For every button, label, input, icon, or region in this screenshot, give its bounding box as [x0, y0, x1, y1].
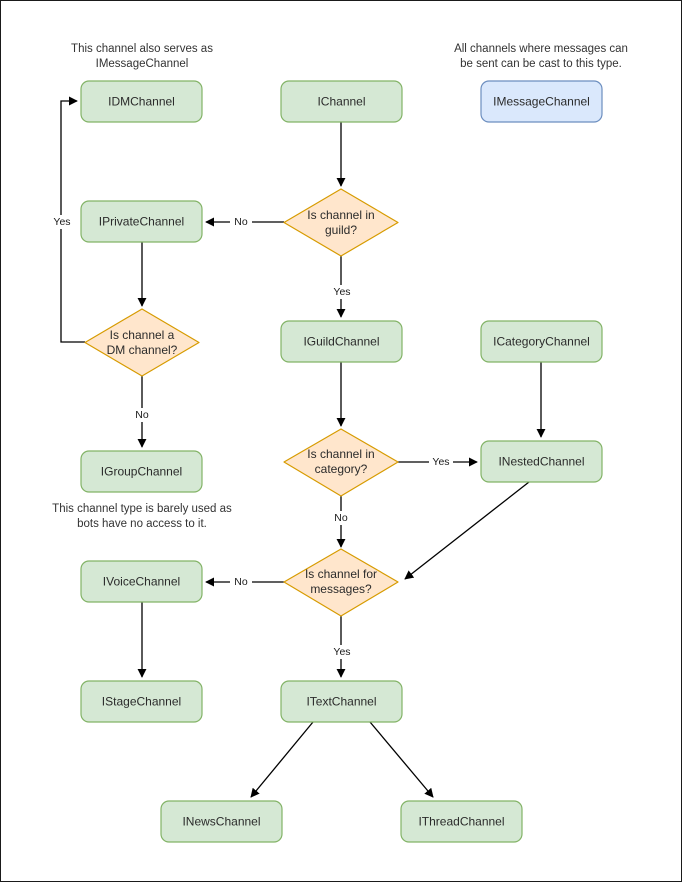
node-decision-is-channel-for-messages[interactable]: Is channel for messages?	[283, 548, 399, 617]
edge-label-no-guild: No	[234, 216, 248, 228]
edge-label-no-category: No	[334, 512, 348, 524]
node-igroupchannel-label: IGroupChannel	[101, 465, 182, 479]
edge-inestedchannel-to-ismessages	[404, 481, 530, 580]
node-ismessages-label-line1: Is channel for	[305, 567, 377, 581]
node-inewschannel[interactable]: INewsChannel	[160, 800, 283, 843]
note-group: This channel type is barely used as bots…	[52, 503, 232, 530]
node-isdm-label-line1: Is channel a	[110, 328, 175, 342]
node-iscategory-label-line2: category?	[315, 462, 368, 476]
node-isguild-label-line1: Is channel in	[307, 208, 374, 222]
node-iguildchannel[interactable]: IGuildChannel	[280, 320, 403, 363]
node-ichannel-label: IChannel	[317, 95, 365, 109]
node-imessagechannel-label: IMessageChannel	[493, 95, 590, 109]
node-idmchannel[interactable]: IDMChannel	[80, 80, 203, 123]
node-iguildchannel-label: IGuildChannel	[303, 335, 379, 349]
node-isdm-label-line2: DM channel?	[107, 343, 178, 357]
note-dm-line1: This channel also serves as	[71, 43, 213, 55]
node-iscategory-label-line1: Is channel in	[307, 447, 374, 461]
node-ithreadchannel-label: IThreadChannel	[418, 815, 504, 829]
note-message-line2: be sent can be cast to this type.	[460, 58, 622, 70]
edge-label-yes-category: Yes	[432, 456, 449, 468]
node-icategorychannel-label: ICategoryChannel	[493, 335, 590, 349]
node-isguild-label-line2: guild?	[325, 223, 357, 237]
node-decision-is-channel-a-dm-channel[interactable]: Is channel a DM channel?	[84, 308, 200, 377]
edge-label-yes-messages: Yes	[333, 646, 350, 658]
note-message-line1: All channels where messages can	[454, 43, 628, 55]
node-iprivatechannel[interactable]: IPrivateChannel	[80, 200, 203, 243]
edge-itextchannel-to-inewschannel	[250, 721, 314, 798]
edge-iscategory-to-inestedchannel: Yes	[398, 455, 478, 469]
edge-label-no-messages: No	[234, 576, 248, 588]
node-itextchannel[interactable]: ITextChannel	[280, 680, 403, 723]
node-igroupchannel[interactable]: IGroupChannel	[80, 450, 203, 493]
node-itextchannel-label: ITextChannel	[306, 695, 376, 709]
edge-ismessages-to-ivoicechannel: No	[205, 575, 284, 589]
node-ismessages-label-line2: messages?	[310, 582, 372, 596]
edge-label-no-dm: No	[135, 409, 149, 421]
note-message: All channels where messages can be sent …	[454, 43, 628, 70]
edge-label-yes-dm: Yes	[53, 216, 70, 228]
node-inestedchannel[interactable]: INestedChannel	[480, 440, 603, 483]
note-dm-line2: IMessageChannel	[96, 58, 189, 70]
node-inestedchannel-label: INestedChannel	[498, 455, 584, 469]
edge-isdm-to-idmchannel: Yes	[50, 96, 85, 343]
node-decision-is-channel-in-category[interactable]: Is channel in category?	[283, 428, 399, 497]
note-group-line2: bots have no access to it.	[77, 518, 207, 530]
edge-isdm-to-igroupchannel: No	[131, 376, 153, 448]
node-icategorychannel[interactable]: ICategoryChannel	[480, 320, 603, 363]
node-idmchannel-label: IDMChannel	[108, 95, 175, 109]
edge-ismessages-to-itextchannel: Yes	[330, 616, 354, 678]
node-decision-is-channel-in-guild[interactable]: Is channel in guild?	[283, 188, 399, 257]
node-ivoicechannel-label: IVoiceChannel	[103, 575, 180, 589]
node-istagechannel[interactable]: IStageChannel	[80, 680, 203, 723]
node-imessagechannel[interactable]: IMessageChannel	[480, 80, 603, 123]
edge-iscategory-to-ismessages: No	[330, 496, 352, 548]
node-iprivatechannel-label: IPrivateChannel	[99, 215, 184, 229]
node-ithreadchannel[interactable]: IThreadChannel	[400, 800, 523, 843]
note-dm: This channel also serves as IMessageChan…	[71, 43, 213, 70]
edge-isguild-to-iprivatechannel: No	[205, 215, 284, 229]
node-inewschannel-label: INewsChannel	[182, 815, 260, 829]
edge-isguild-to-iguildchannel: Yes	[330, 256, 354, 318]
node-ichannel[interactable]: IChannel	[280, 80, 403, 123]
edge-label-yes-guild: Yes	[333, 286, 350, 298]
edge-itextchannel-to-ithreadchannel	[369, 721, 434, 798]
node-ivoicechannel[interactable]: IVoiceChannel	[80, 560, 203, 603]
node-istagechannel-label: IStageChannel	[102, 695, 181, 709]
note-group-line1: This channel type is barely used as	[52, 503, 232, 515]
